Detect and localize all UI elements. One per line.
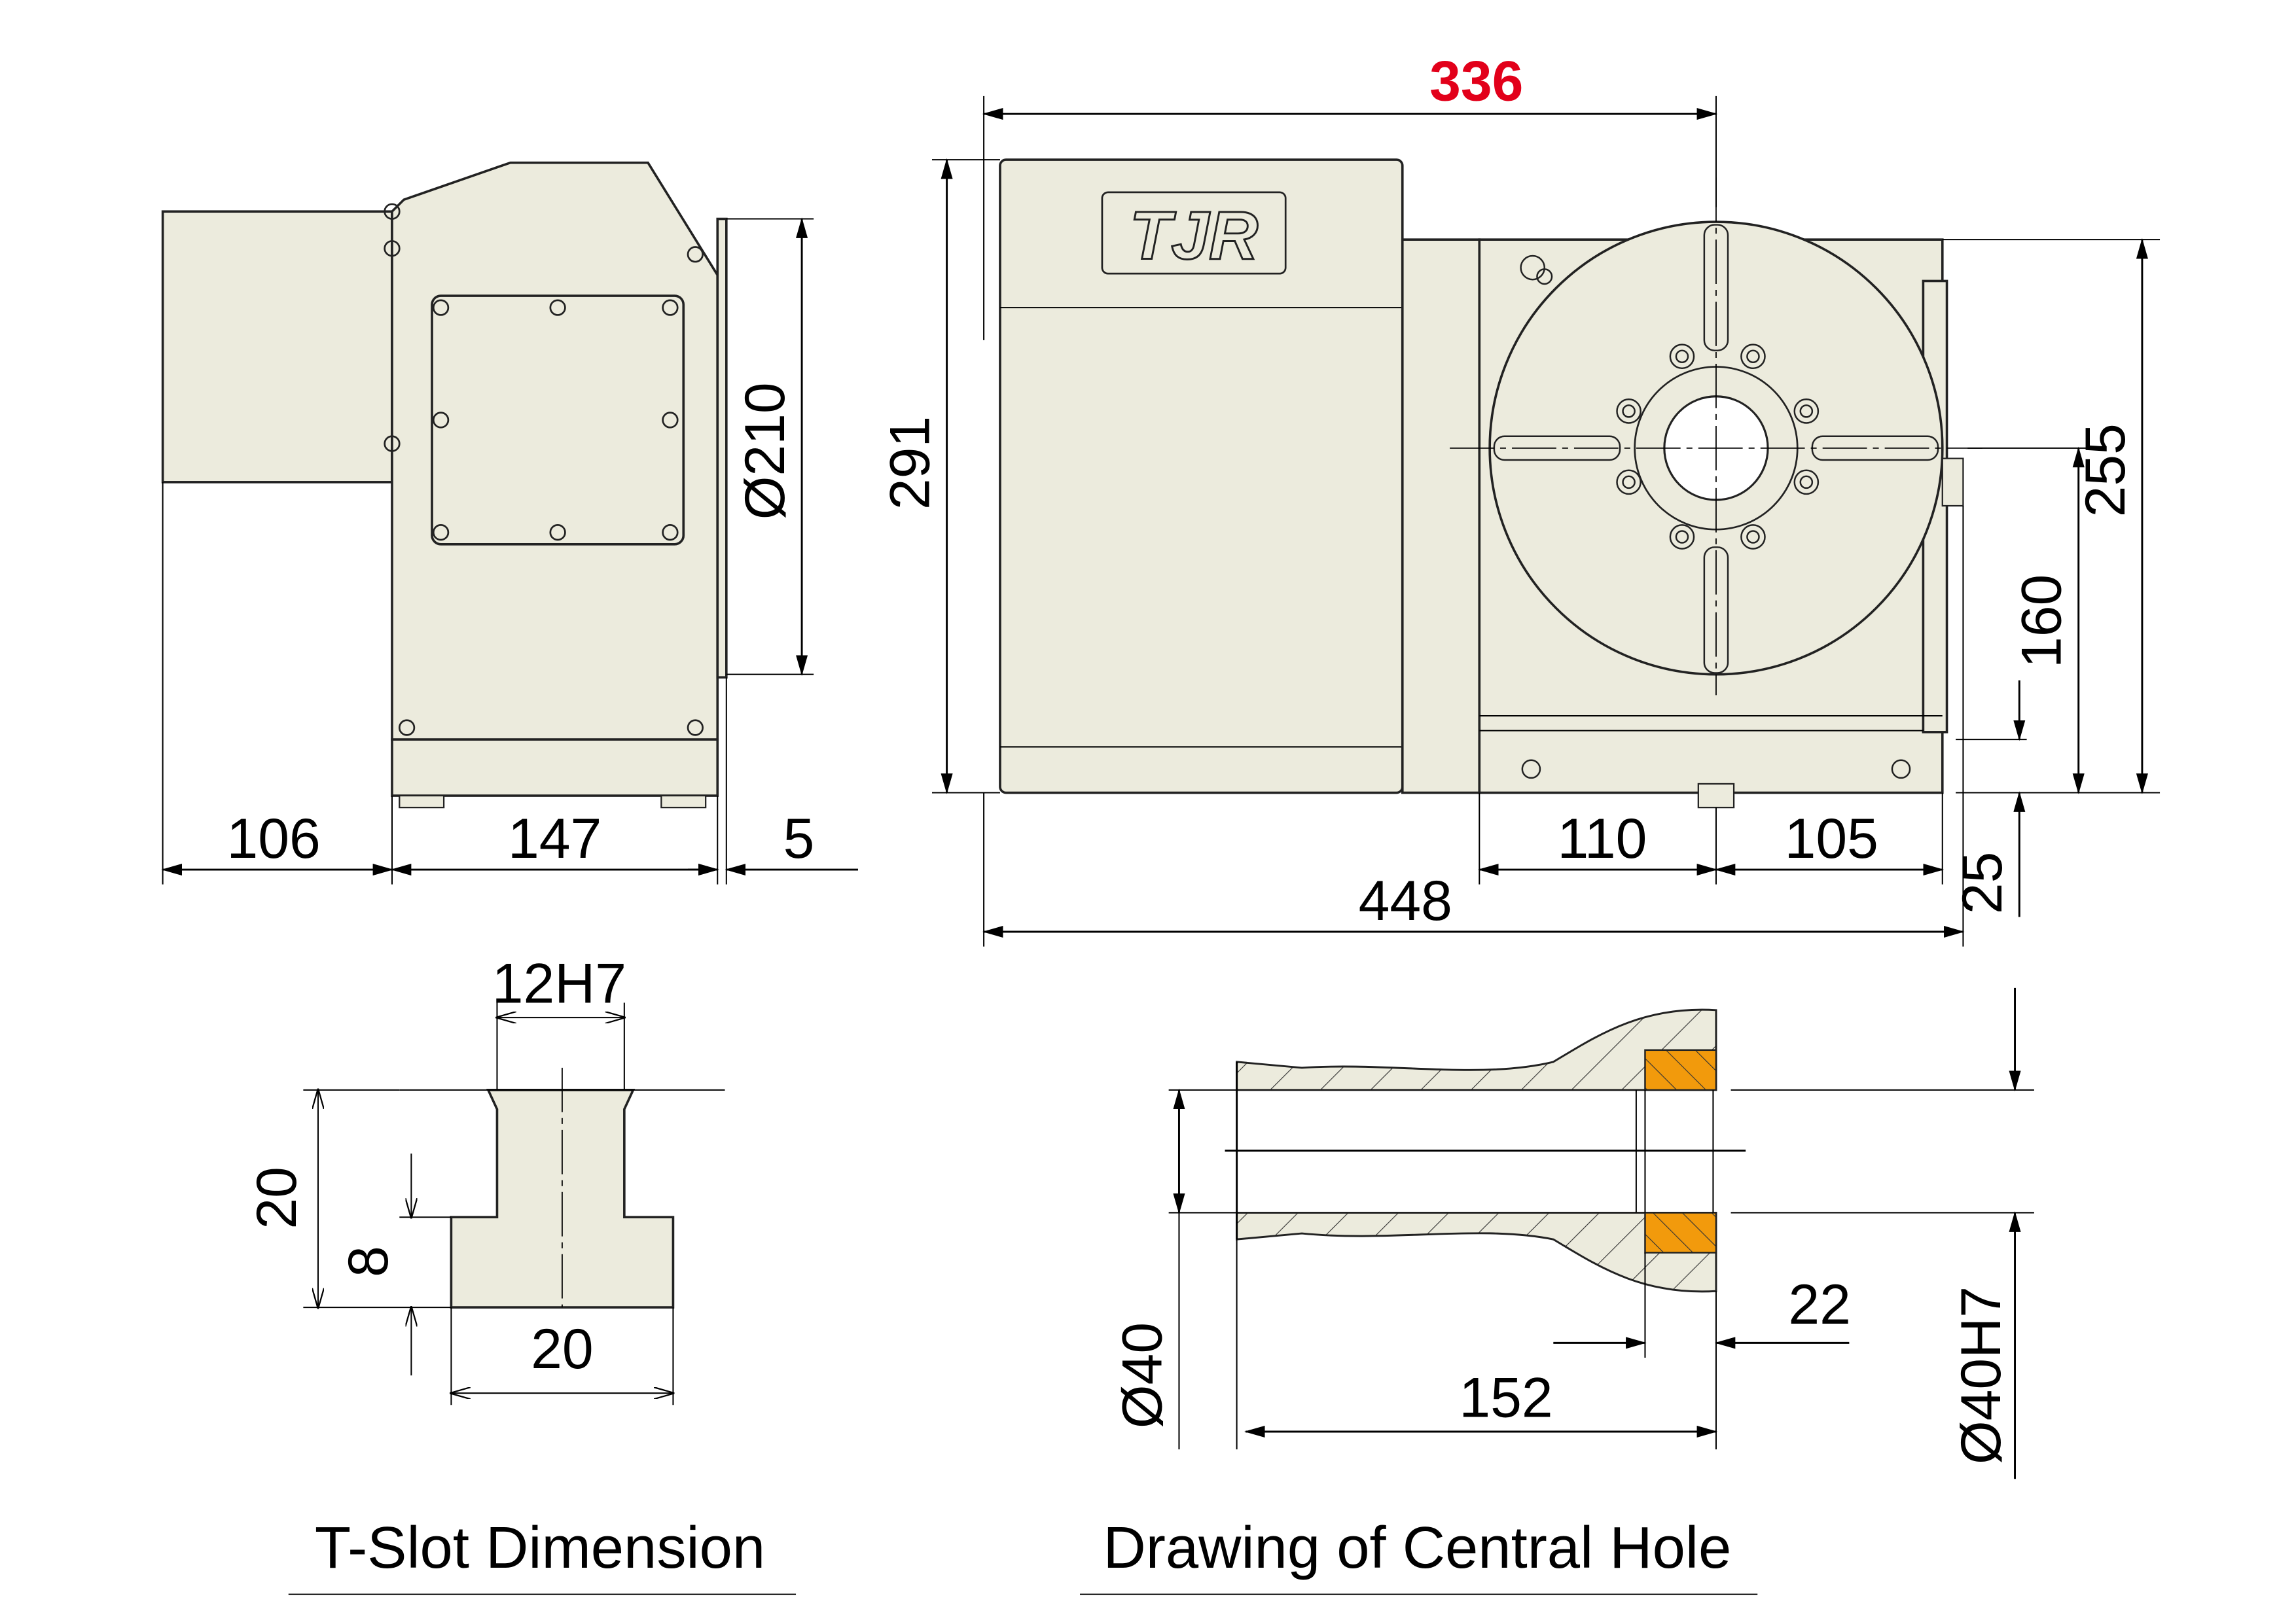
bearing-bottom	[1644, 1212, 1717, 1254]
motor-housing	[161, 210, 393, 484]
dim-height: 291	[878, 416, 941, 510]
dim-base-width: 20	[531, 1318, 594, 1381]
central-hole-drawing: Ø40 Ø40H7 22 152 Drawing of Central Hole	[1080, 987, 2034, 1595]
brand-logo-box	[1101, 191, 1287, 275]
dim-motor-width: 106	[227, 807, 321, 870]
dim-body-width: 147	[508, 807, 601, 870]
base-plate	[391, 738, 719, 797]
bearing-top	[1644, 1049, 1717, 1091]
tslot-drawing: 12H7 20 8 20 T-Slot Dimension	[245, 952, 797, 1595]
dim-depth: 152	[1459, 1366, 1552, 1429]
side-view: 106 147 5 Ø210	[161, 161, 858, 885]
dim-overall-width-highlight: 336	[1429, 50, 1523, 113]
brand-logo: TJR	[1130, 198, 1258, 274]
dim-bearing-length: 22	[1788, 1273, 1851, 1336]
dim-bore-tolerance: Ø40H7	[1950, 1286, 2013, 1464]
dim-left-center: 110	[1557, 807, 1647, 870]
dim-offset: 5	[783, 807, 815, 870]
dim-bore: Ø40	[1111, 1322, 1174, 1428]
tslot-caption: T-Slot Dimension	[315, 1515, 765, 1581]
dim-right-height: 255	[2074, 423, 2137, 517]
dim-total-height: 20	[245, 1167, 308, 1229]
dim-overall-length: 448	[1359, 870, 1452, 932]
dim-base-offset: 25	[1951, 852, 2014, 915]
dim-right-center: 105	[1785, 807, 1878, 870]
dim-faceplate-diameter: Ø210	[734, 382, 797, 520]
front-view: TJR	[878, 50, 2161, 947]
dim-slot-width: 12H7	[492, 952, 626, 1015]
bolt-icon-group	[384, 203, 704, 736]
central-hole-caption: Drawing of Central Hole	[1103, 1515, 1732, 1581]
dim-lower-height: 8	[337, 1246, 400, 1277]
dim-center-height: 160	[2011, 574, 2073, 668]
cover-plate	[431, 294, 685, 546]
